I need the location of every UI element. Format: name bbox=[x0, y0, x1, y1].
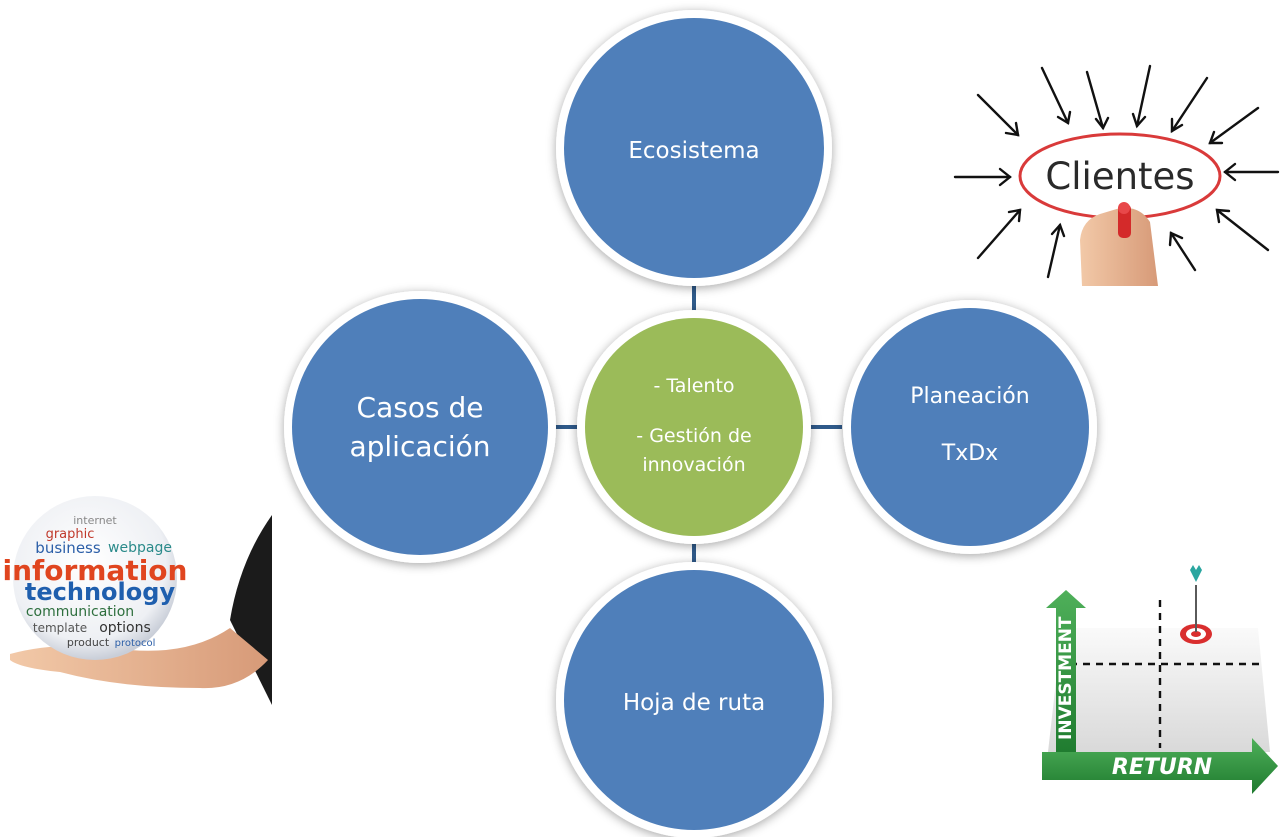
matrix-dashed-lines bbox=[1070, 600, 1262, 748]
node-planeacion: Planeación TxDx bbox=[843, 300, 1097, 554]
center-line-1: - Talento bbox=[653, 375, 734, 397]
sphere-word-technology: technology bbox=[25, 578, 176, 606]
investment-return-picture: INVESTMENT RETURN bbox=[1042, 565, 1278, 794]
word-sphere-icon bbox=[13, 496, 177, 660]
return-arrow-icon bbox=[1042, 738, 1278, 794]
node-hoja-de-ruta-label: Hoja de ruta bbox=[623, 690, 765, 716]
node-planeacion-line-1: Planeación bbox=[910, 384, 1029, 409]
investment-arrow-icon bbox=[1046, 590, 1086, 758]
target-icon bbox=[1180, 565, 1212, 644]
sphere-word-template: template bbox=[33, 621, 87, 635]
sphere-word-protocol: protocol bbox=[115, 638, 156, 649]
hand-with-marker-icon bbox=[1080, 202, 1158, 286]
investment-label: INVESTMENT bbox=[1056, 616, 1076, 740]
node-casos-de-aplicacion: Casos de aplicación bbox=[284, 291, 556, 563]
matrix-board-icon bbox=[1048, 628, 1270, 752]
center-line-3: innovación bbox=[642, 454, 745, 476]
center-node: - Talento - Gestión de innovación bbox=[577, 310, 811, 544]
sphere-word-business: business bbox=[35, 539, 101, 557]
sphere-word-internet: internet bbox=[73, 514, 117, 527]
sphere-word-webpage: webpage bbox=[108, 540, 172, 556]
center-line-2: - Gestión de bbox=[636, 425, 751, 447]
sphere-word-options: options bbox=[99, 620, 151, 636]
sphere-word-product: product bbox=[67, 636, 110, 649]
sphere-word-graphic: graphic bbox=[46, 527, 95, 542]
sphere-word-communication: communication bbox=[26, 604, 134, 620]
node-planeacion-line-2: TxDx bbox=[941, 441, 998, 466]
information-technology-picture: internet graphic business webpage inform… bbox=[3, 496, 272, 705]
node-casos-line-1: Casos de bbox=[357, 391, 484, 424]
node-ecosistema: Ecosistema bbox=[556, 10, 832, 286]
sphere-word-information: information bbox=[3, 554, 188, 587]
node-casos-line-2: aplicación bbox=[349, 430, 490, 463]
word-sphere-words: internet graphic business webpage inform… bbox=[3, 514, 188, 649]
return-label: RETURN bbox=[1112, 755, 1212, 780]
clientes-picture: Clientes bbox=[953, 64, 1280, 286]
node-ecosistema-label: Ecosistema bbox=[628, 138, 759, 164]
clientes-word: Clientes bbox=[1045, 155, 1194, 198]
arrows-icon bbox=[953, 64, 1280, 279]
open-hand-icon bbox=[10, 628, 268, 689]
node-hoja-de-ruta: Hoja de ruta bbox=[556, 562, 832, 837]
